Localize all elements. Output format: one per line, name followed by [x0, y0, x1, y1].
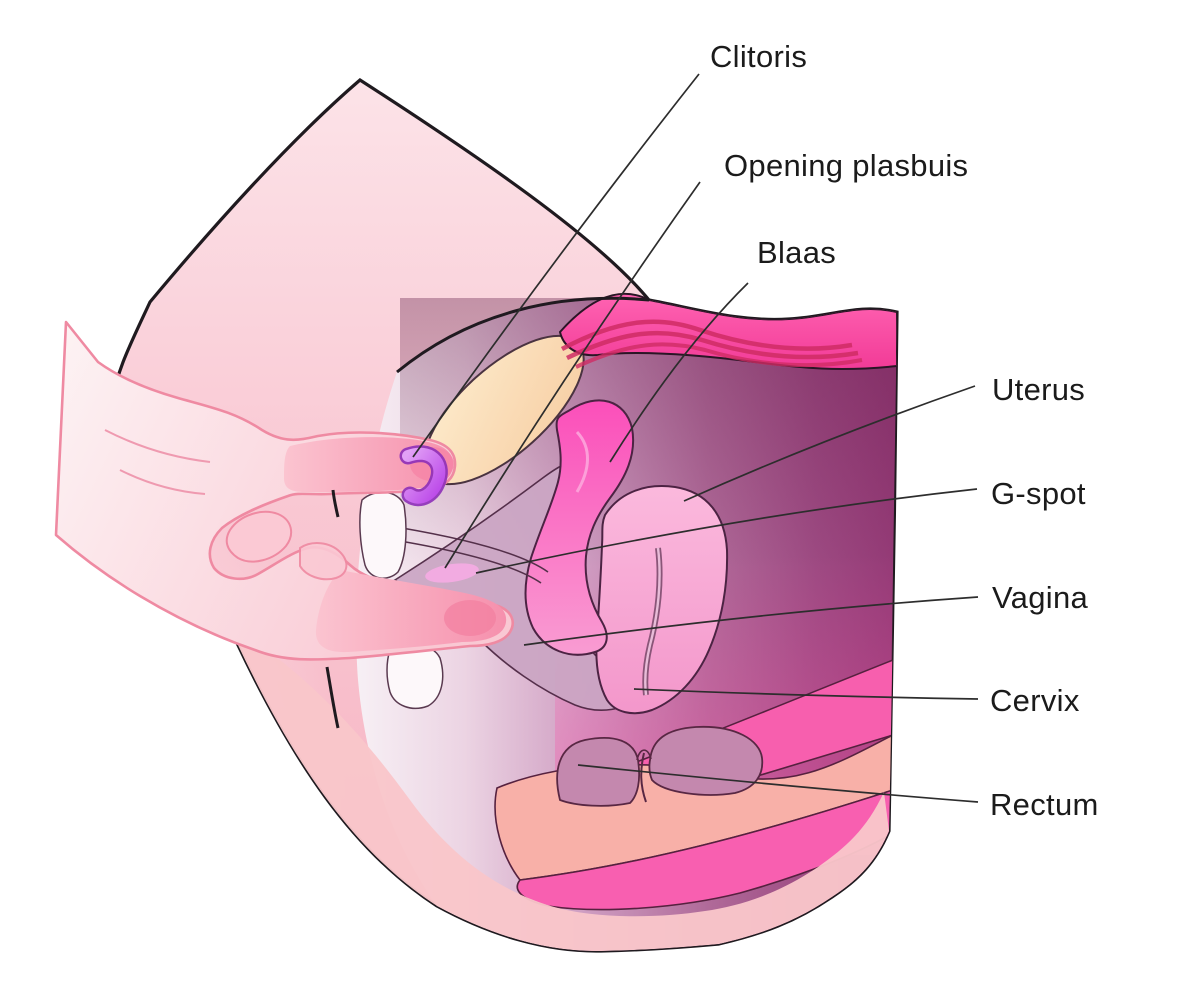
leader-cervix [633, 688, 979, 700]
leader-clitoris [412, 73, 700, 458]
leader-rectum [577, 764, 979, 803]
label-uterus: Uterus [992, 372, 1086, 407]
vulva-edge-lower [325, 666, 340, 729]
uterus-body [595, 485, 729, 715]
label-vagina: Vagina [992, 580, 1089, 615]
label-opening-plasbuis: Opening plasbuis [724, 148, 969, 183]
vestibule-upper [359, 491, 407, 579]
leader-opening-plasbuis [444, 181, 701, 569]
urethra-lower [399, 540, 542, 584]
urethra-upper [401, 527, 549, 573]
thumb-fold [299, 542, 348, 581]
leader-gspot [475, 488, 978, 574]
leader-lines [412, 73, 979, 803]
curled-knuckle [225, 510, 293, 563]
palm-crease-2 [119, 469, 206, 495]
label-blaas: Blaas [757, 235, 837, 270]
round-ligament-stripe-3 [575, 342, 863, 369]
leader-blaas [609, 282, 749, 463]
leader-uterus [683, 385, 976, 502]
bladder-lining [575, 430, 589, 493]
label-rectum: Rectum [990, 787, 1099, 822]
hand-outline [54, 320, 514, 661]
cervical-canal-inner [644, 547, 661, 696]
rectum-hump-right [648, 725, 764, 796]
vulva-edge-upper [331, 489, 340, 518]
round-ligament-stripe-2 [566, 330, 859, 361]
mound-boundary [396, 296, 650, 374]
label-cervix: Cervix [990, 683, 1080, 718]
label-clitoris: Clitoris [710, 39, 808, 74]
bottom-skin-margin [236, 641, 889, 952]
rectum-hump-left [556, 737, 641, 807]
clitoris-marker-fill [402, 447, 446, 504]
round-ligament-stripe-1 [560, 319, 853, 351]
g-spot-marker [425, 563, 479, 583]
anal-slit [640, 752, 647, 803]
bladder [524, 399, 635, 656]
label-g-spot: G-spot [991, 476, 1086, 511]
palm-crease-1 [104, 429, 211, 463]
anal-peak [636, 749, 652, 761]
lower-fingertip [444, 600, 496, 636]
leader-vagina [523, 596, 979, 646]
